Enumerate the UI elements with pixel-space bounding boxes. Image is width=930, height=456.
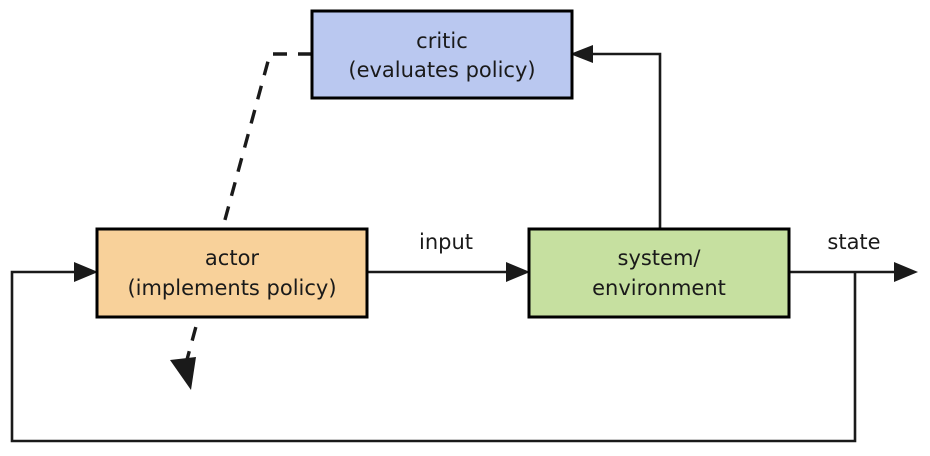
input-arrowhead [506,262,530,282]
state-arrowhead [894,262,918,282]
policy-update-arrowhead [170,357,196,390]
input-edge-label: input [419,230,473,254]
state-feedback-path [10,270,857,443]
critic-label-line2: (evaluates policy) [348,58,535,82]
critic-box[interactable]: critic (evaluates policy) [310,9,574,100]
input-edge [367,262,530,282]
state-feedback-edge [10,262,857,443]
critic-to-actor-dashed-path [183,52,312,368]
state-to-critic-path [581,52,662,229]
system-environment-box[interactable]: system/ environment [527,227,791,319]
state-to-critic-arrowhead [570,45,593,63]
actor-box[interactable]: actor (implements policy) [95,227,369,319]
critic-label-line1: critic [416,29,468,53]
state-to-critic-edge [570,45,662,229]
system-box-rect[interactable] [527,227,791,319]
system-label-line2: environment [592,276,726,300]
state-feedback-arrowhead [74,262,98,282]
critic-to-actor-edge [170,52,312,390]
state-edge [789,262,918,282]
actor-label-line2: (implements policy) [127,276,336,300]
state-edge-label: state [827,230,880,254]
critic-box-rect[interactable] [310,9,574,100]
actor-box-rect[interactable] [95,227,369,319]
system-label-line1: system/ [618,246,702,270]
actor-label-line1: actor [205,246,259,270]
